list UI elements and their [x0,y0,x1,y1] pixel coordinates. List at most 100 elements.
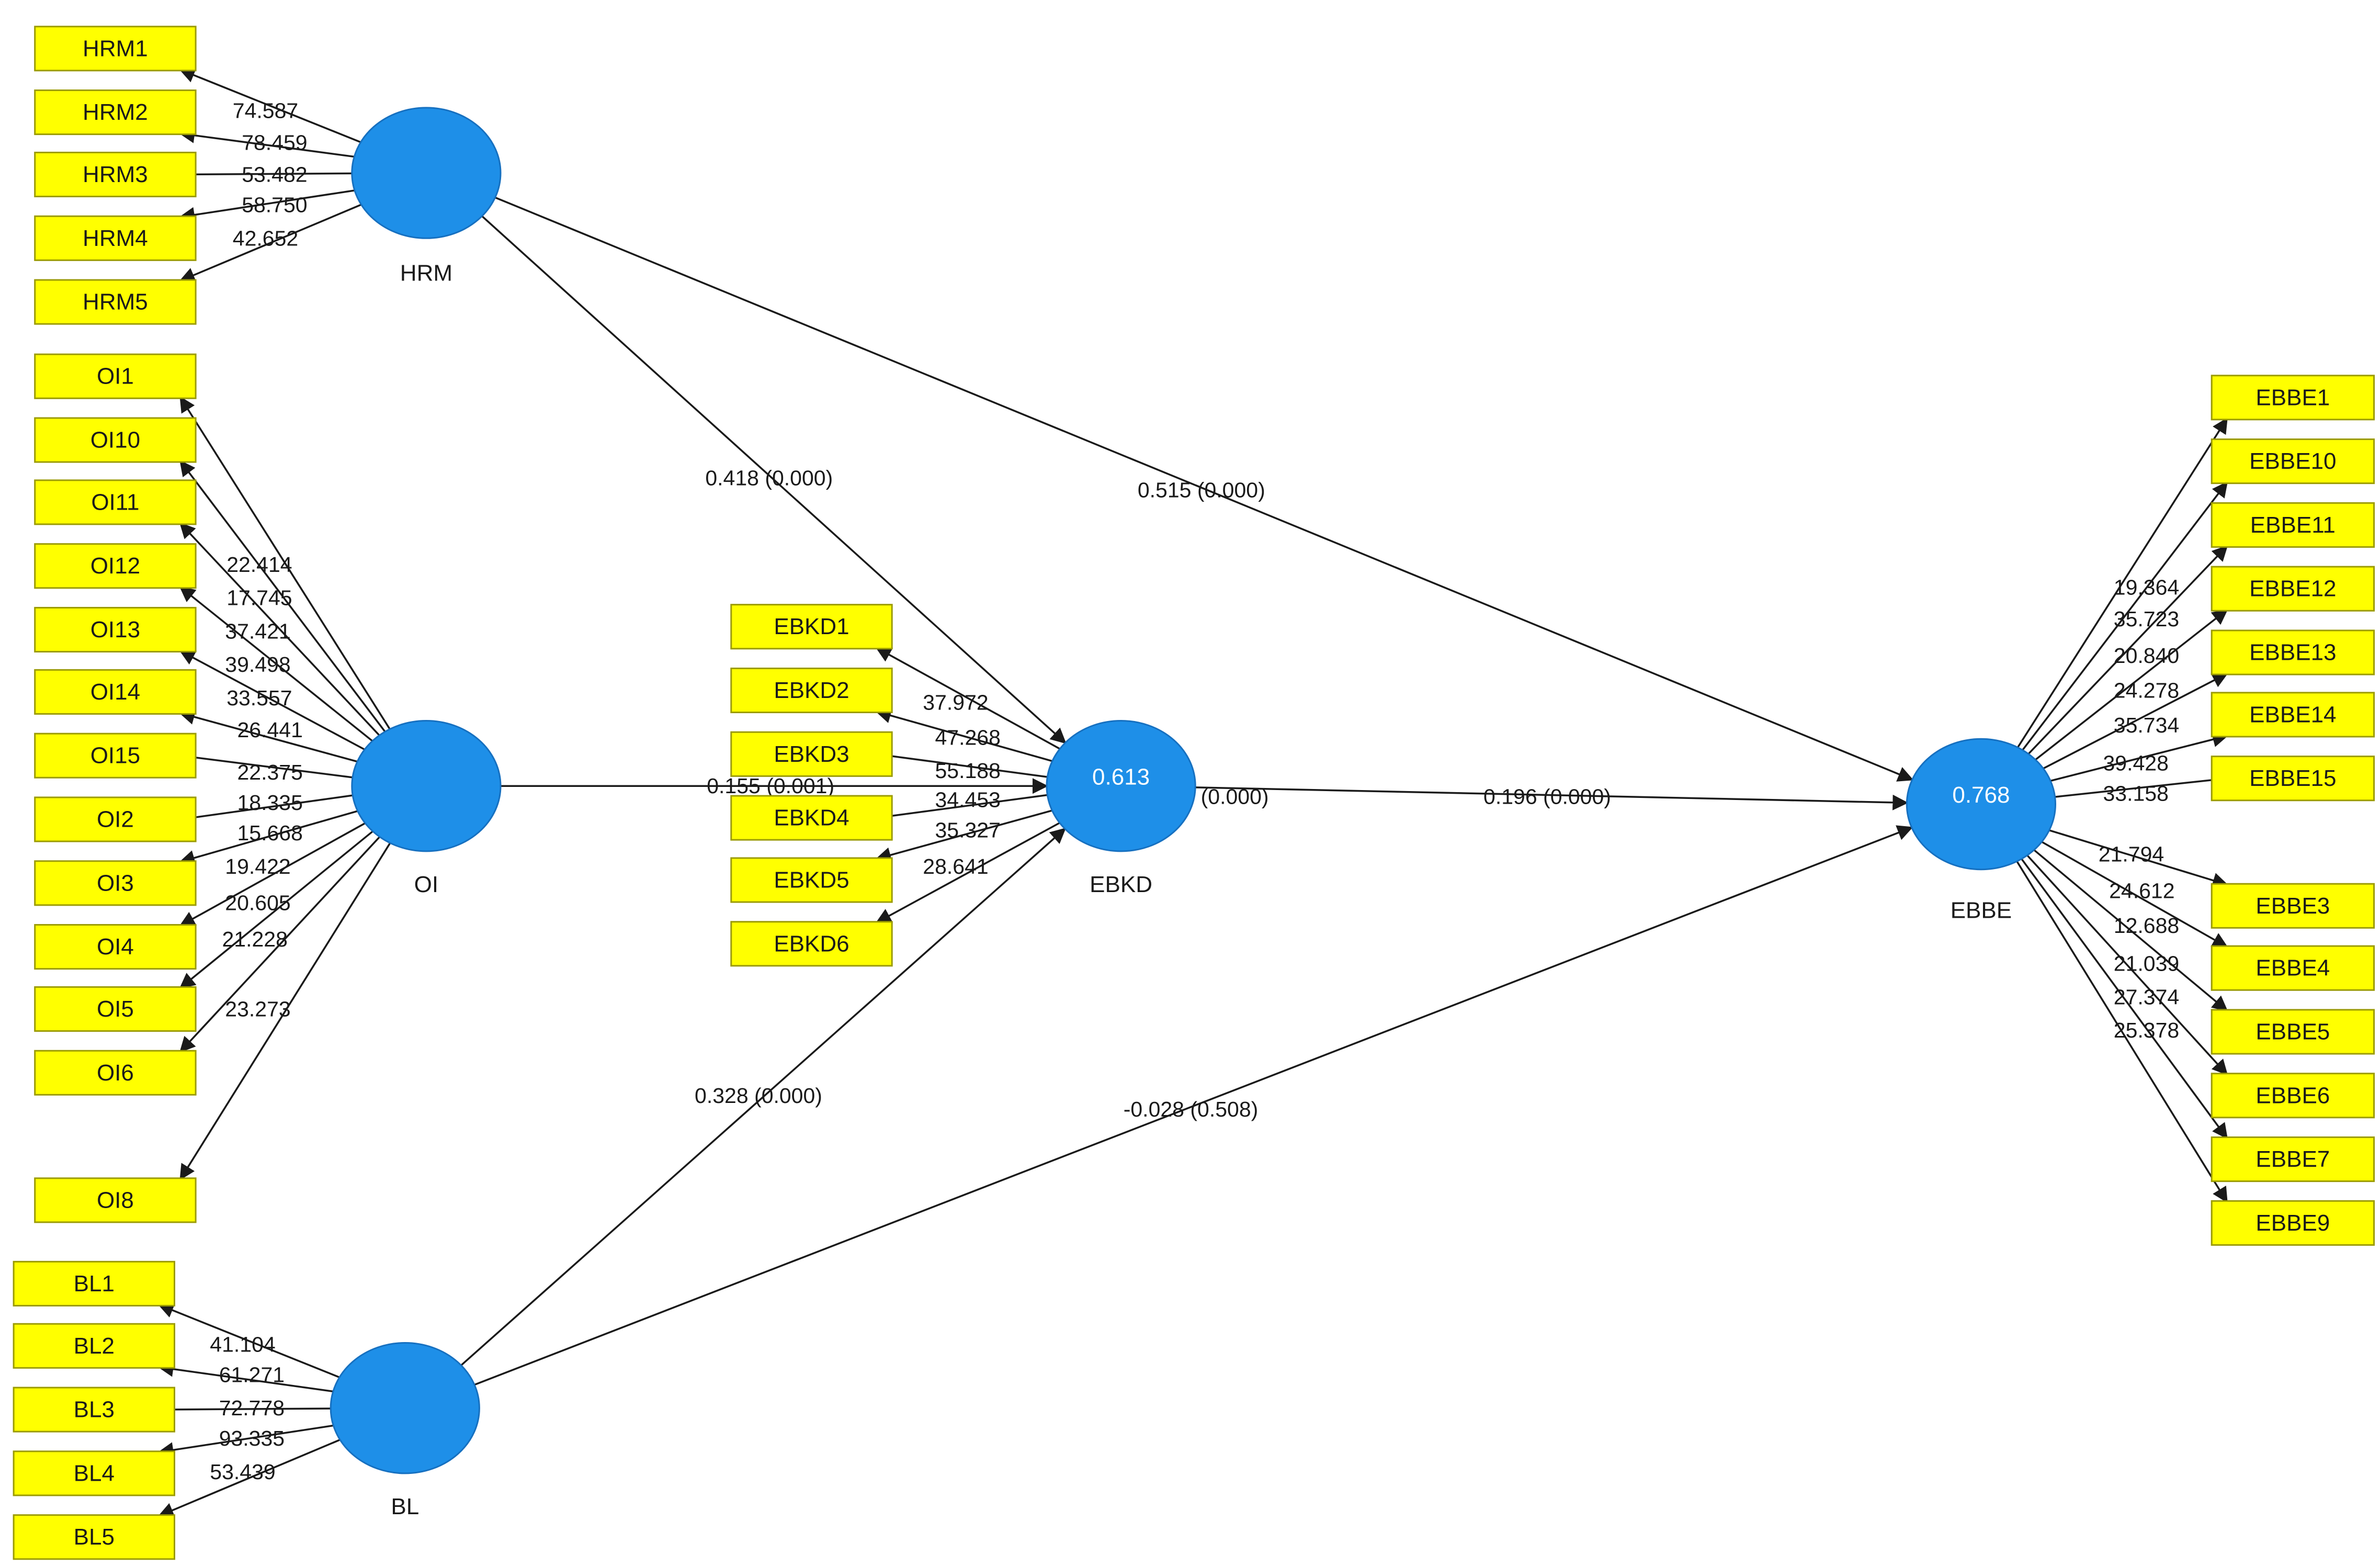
loading-label-ebbe5: 12.688 [2114,914,2179,938]
indicator-ebkd6[interactable]: EBKD6 [730,921,893,967]
indicator-box[interactable] [13,1260,175,1306]
indicator-box[interactable] [730,795,893,841]
indicator-box[interactable] [730,731,893,777]
indicator-hrm3[interactable]: HRM3 [34,151,197,198]
indicator-ebbe6[interactable]: EBBE6 [2211,1073,2375,1119]
indicator-oi2[interactable]: OI2 [34,796,197,842]
indicator-ebbe1[interactable]: EBBE1 [2211,375,2375,421]
indicator-oi1[interactable]: OI1 [34,353,197,399]
indicator-ebkd4[interactable]: EBKD4 [730,795,893,841]
indicator-ebbe9[interactable]: EBBE9 [2211,1200,2375,1246]
indicator-oi13[interactable]: OI13 [34,606,197,653]
indicator-box[interactable] [13,1323,175,1369]
indicator-box[interactable] [34,1050,197,1096]
indicator-box[interactable] [2211,756,2375,802]
latent-circle[interactable] [351,107,502,239]
indicator-box[interactable] [730,604,893,650]
indicator-box[interactable] [34,417,197,463]
indicator-box[interactable] [2211,1073,2375,1119]
latent-oi[interactable]: OI [351,720,502,898]
indicator-bl4[interactable]: BL4 [13,1450,175,1496]
indicator-box[interactable] [34,796,197,842]
indicator-box[interactable] [2211,566,2375,612]
indicator-box[interactable] [34,1177,197,1223]
indicator-box[interactable] [2211,1200,2375,1246]
latent-circle[interactable] [351,720,502,852]
indicator-ebbe11[interactable]: EBBE11 [2211,502,2375,548]
indicator-ebkd2[interactable]: EBKD2 [730,667,893,714]
indicator-box[interactable] [13,1514,175,1560]
indicator-box[interactable] [2211,945,2375,991]
indicator-box[interactable] [34,733,197,779]
indicator-hrm1[interactable]: HRM1 [34,26,197,72]
indicator-box[interactable] [2211,375,2375,421]
indicator-box[interactable] [2211,692,2375,738]
indicator-label: EBKD2 [774,678,849,703]
indicator-oi10[interactable]: OI10 [34,417,197,463]
latent-bl[interactable]: BL [330,1342,480,1520]
loading-label-ebkd2: 47.268 [935,725,1000,749]
indicator-oi3[interactable]: OI3 [34,860,197,906]
indicator-ebbe3[interactable]: EBBE3 [2211,883,2375,929]
indicator-box[interactable] [13,1387,175,1433]
indicator-ebbe15[interactable]: EBBE15 [2211,756,2375,802]
indicator-bl3[interactable]: BL3 [13,1387,175,1433]
indicator-box[interactable] [34,26,197,72]
indicator-hrm4[interactable]: HRM4 [34,215,197,261]
indicator-ebbe5[interactable]: EBBE5 [2211,1009,2375,1055]
indicator-box[interactable] [34,860,197,906]
indicator-ebkd1[interactable]: EBKD1 [730,604,893,650]
indicator-box[interactable] [2211,438,2375,485]
indicator-oi14[interactable]: OI14 [34,669,197,715]
indicator-box[interactable] [34,479,197,525]
latent-circle[interactable] [330,1342,480,1474]
indicator-box[interactable] [34,353,197,399]
indicator-oi6[interactable]: OI6 [34,1050,197,1096]
loading-label-oi2: 18.335 [237,791,302,815]
latent-hrm[interactable]: HRM [351,107,502,286]
indicator-box[interactable] [34,151,197,198]
indicator-oi8[interactable]: OI8 [34,1177,197,1223]
indicator-box[interactable] [2211,629,2375,675]
indicator-bl2[interactable]: BL2 [13,1323,175,1369]
indicator-box[interactable] [2211,1009,2375,1055]
indicator-bl1[interactable]: BL1 [13,1260,175,1306]
indicator-ebkd3[interactable]: EBKD3 [730,731,893,777]
indicator-box[interactable] [730,857,893,903]
indicator-box[interactable] [34,89,197,136]
indicator-oi12[interactable]: OI12 [34,543,197,589]
indicator-box[interactable] [730,667,893,714]
indicator-box[interactable] [34,606,197,653]
indicator-label: HRM4 [83,226,148,251]
indicator-ebbe13[interactable]: EBBE13 [2211,629,2375,675]
indicator-hrm2[interactable]: HRM2 [34,89,197,136]
indicator-box[interactable] [34,215,197,261]
indicator-ebbe7[interactable]: EBBE7 [2211,1136,2375,1182]
indicator-oi11[interactable]: OI11 [34,479,197,525]
indicator-oi15[interactable]: OI15 [34,733,197,779]
indicator-ebbe10[interactable]: EBBE10 [2211,438,2375,485]
indicator-box[interactable] [34,279,197,325]
latent-circle[interactable] [1046,720,1196,852]
indicator-box[interactable] [34,543,197,589]
loading-arrow-ebbe14 [2046,731,2229,783]
indicator-box[interactable] [2211,502,2375,548]
indicator-ebbe14[interactable]: EBBE14 [2211,692,2375,738]
indicator-oi4[interactable]: OI4 [34,924,197,970]
indicator-box[interactable] [13,1450,175,1496]
indicator-ebbe4[interactable]: EBBE4 [2211,945,2375,991]
indicator-box[interactable] [34,669,197,715]
indicator-bl5[interactable]: BL5 [13,1514,175,1560]
indicator-box[interactable] [2211,1136,2375,1182]
latent-circle[interactable] [1906,738,2056,871]
indicator-ebbe12[interactable]: EBBE12 [2211,566,2375,612]
indicator-hrm5[interactable]: HRM5 [34,279,197,325]
indicator-box[interactable] [34,986,197,1032]
indicator-box[interactable] [2211,883,2375,929]
indicator-box[interactable] [34,924,197,970]
indicator-oi5[interactable]: OI5 [34,986,197,1032]
indicator-box[interactable] [730,921,893,967]
indicator-ebkd5[interactable]: EBKD5 [730,857,893,903]
